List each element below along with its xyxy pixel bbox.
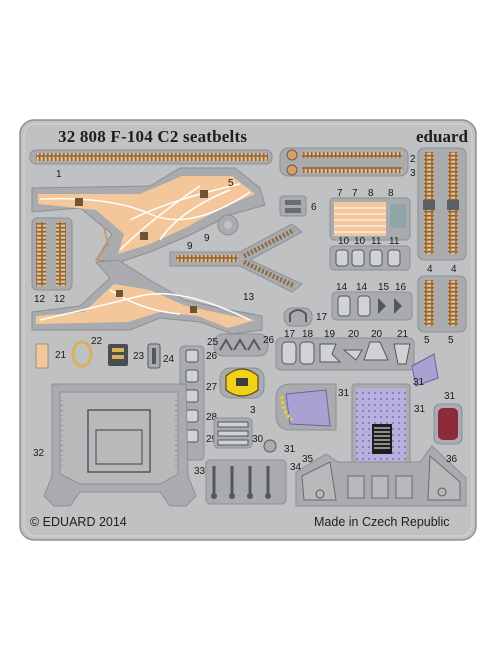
label-23: 31: [444, 391, 456, 402]
label-12a: 9: [204, 233, 210, 244]
label-36: 35: [302, 454, 314, 465]
part-10-11-clips: 14 14 15 16: [331, 282, 413, 321]
label-12b: 31: [284, 444, 296, 455]
part-32-33-bracket: 33 34: [194, 459, 302, 505]
part-21-belts: 5 5: [417, 275, 467, 346]
label-11a: 14: [336, 282, 348, 293]
label-4b: 3: [410, 168, 416, 179]
label-18: 19: [324, 329, 336, 340]
label-30: 32: [33, 448, 45, 459]
label-31b: 27: [206, 382, 218, 393]
label-26a: 25: [207, 337, 219, 348]
part-16: 17: [283, 307, 328, 327]
label-9b: 4: [451, 264, 457, 275]
label-10b: 16: [395, 282, 407, 293]
part-22: 31: [411, 353, 439, 388]
label-16: 17: [316, 312, 328, 323]
origin-text: Made in Czech Republic: [314, 515, 450, 529]
label-26b: 26: [263, 335, 275, 346]
label-17a: 17: [284, 329, 296, 340]
brand-logo-text: eduard: [416, 127, 468, 146]
label-8a: 11: [371, 236, 382, 247]
label-21b: 5: [448, 335, 454, 346]
label-9a: 4: [427, 264, 433, 275]
label-19: 20: [348, 329, 360, 340]
part-34-12-bottom: 30 31: [213, 417, 296, 455]
label-33: 34: [290, 462, 302, 473]
label-29: 23: [133, 351, 145, 362]
label-5b: 7: [352, 188, 358, 199]
label-31a: 26: [206, 351, 218, 362]
label-1: 1: [56, 169, 62, 180]
part-14-belts: 12 12: [31, 217, 73, 305]
label-35: 3: [250, 405, 256, 416]
label-14a: 12: [34, 294, 46, 305]
label-31c: 28: [206, 412, 218, 423]
part-26-clips: 25 26: [207, 333, 275, 357]
label-25: 31: [338, 388, 350, 399]
label-7b: 10: [354, 236, 366, 247]
label-24: 31: [414, 404, 426, 415]
label-31d: 29: [206, 434, 218, 445]
label-21a: 5: [424, 335, 430, 346]
part-13-strap: 9: [169, 223, 303, 293]
label-11b: 14: [356, 282, 368, 293]
label-27: 22: [91, 336, 103, 347]
label-3b: 24: [163, 354, 175, 365]
copyright-text: © EDUARD 2014: [30, 515, 127, 529]
label-7a: 10: [338, 236, 350, 247]
label-2: 5: [228, 178, 234, 189]
label-5a: 7: [337, 188, 343, 199]
part-28: 21: [35, 343, 67, 369]
part-29: 23: [108, 344, 145, 366]
part-7-8-buckles: 10 10 11 11: [329, 236, 411, 271]
part-12-top: 9: [204, 214, 239, 244]
part-23-red-pad: 31: [433, 391, 463, 445]
fret-title: 32 808 F-104 C2 seatbelts: [58, 127, 248, 146]
label-20b: 21: [397, 329, 409, 340]
part-15-harness: 13: [31, 259, 263, 335]
label-14b: 12: [54, 294, 66, 305]
part-30-seat-pan: 32: [33, 383, 197, 507]
part-3-clip-bottom: 24: [147, 343, 175, 369]
part-36-37-frame: 35 36: [295, 445, 467, 507]
label-20a: 20: [371, 329, 383, 340]
part-24-panel: 31: [351, 383, 426, 469]
label-6: 8: [388, 188, 394, 199]
part-4-belts: 2 3: [279, 147, 416, 179]
part-5-6-pads: 7 7 8 8: [329, 188, 411, 241]
part-31-column: 26 27 28 29: [179, 345, 218, 461]
label-15: 13: [243, 292, 255, 303]
part-27-ring: 22: [71, 336, 103, 368]
label-22: 31: [413, 377, 425, 388]
part-25-cushion: 31: [275, 383, 350, 431]
label-4a: 2: [410, 154, 416, 165]
part-1-belt: 1: [29, 149, 273, 180]
label-10a: 15: [378, 282, 390, 293]
label-3a: 6: [311, 202, 317, 213]
label-5c: 8: [368, 188, 374, 199]
label-13: 9: [187, 241, 193, 252]
label-17b: 18: [302, 329, 314, 340]
label-28: 21: [55, 350, 67, 361]
label-8b: 11: [389, 236, 400, 247]
label-37: 36: [446, 454, 458, 465]
label-32: 33: [194, 466, 206, 477]
part-2-harness: 5: [31, 167, 266, 263]
label-34: 30: [252, 434, 264, 445]
part-9-belts: 4 4: [417, 147, 467, 275]
part-35-handle: 3: [219, 367, 265, 416]
part-3-clip-top: 6: [279, 195, 317, 217]
part-17-20-row: 17 18 19 20 20 21: [275, 329, 415, 371]
